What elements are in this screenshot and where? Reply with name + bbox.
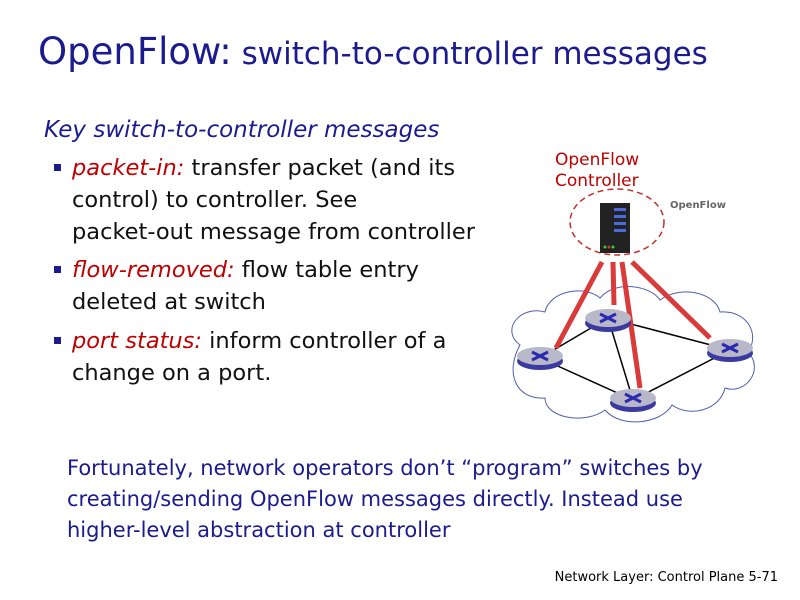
term: port status:: [72, 328, 202, 354]
title-sub: switch-to-controller messages: [231, 36, 708, 72]
slide-title: OpenFlow: switch-to-controller messages: [38, 30, 708, 73]
label-line: OpenFlow: [555, 150, 640, 170]
bullet-text: packet-out message from controller: [72, 219, 475, 245]
bullet-text: control) to controller. See: [72, 187, 358, 213]
text: flow table entry: [234, 257, 419, 283]
footer: Network Layer: Control Plane 5-71: [554, 570, 778, 585]
label-line: Controller: [555, 171, 639, 191]
note-text: Fortunately, network operators don’t “pr…: [67, 456, 703, 480]
heading: Key switch-to-controller messages: [44, 117, 440, 143]
message-arrows: [553, 260, 712, 389]
bullet-icon: [54, 337, 61, 344]
term: packet-in:: [72, 155, 185, 181]
bullet-text: change on a port.: [72, 360, 272, 386]
bullet-text: deleted at switch: [72, 289, 266, 315]
bullet-packet-in: packet-in: transfer packet (and its: [72, 155, 455, 181]
bullet-port-status: port status: inform controller of a: [72, 328, 446, 354]
term: flow-removed:: [72, 257, 235, 283]
title-main: OpenFlow:: [38, 30, 232, 73]
text: transfer packet (and its: [184, 155, 456, 181]
controller-ellipse: [569, 188, 665, 256]
bullet-icon: [54, 164, 61, 171]
server-icon: [600, 203, 630, 253]
note-text: higher-level abstraction at controller: [67, 518, 451, 542]
bullet-icon: [54, 266, 61, 273]
note-text: creating/sending OpenFlow messages direc…: [67, 487, 683, 511]
text: inform controller of a: [202, 328, 447, 354]
bullet-flow-removed: flow-removed: flow table entry: [72, 257, 419, 283]
switch-icons: [517, 309, 753, 412]
openflow-logo: OpenFlow: [670, 200, 726, 211]
